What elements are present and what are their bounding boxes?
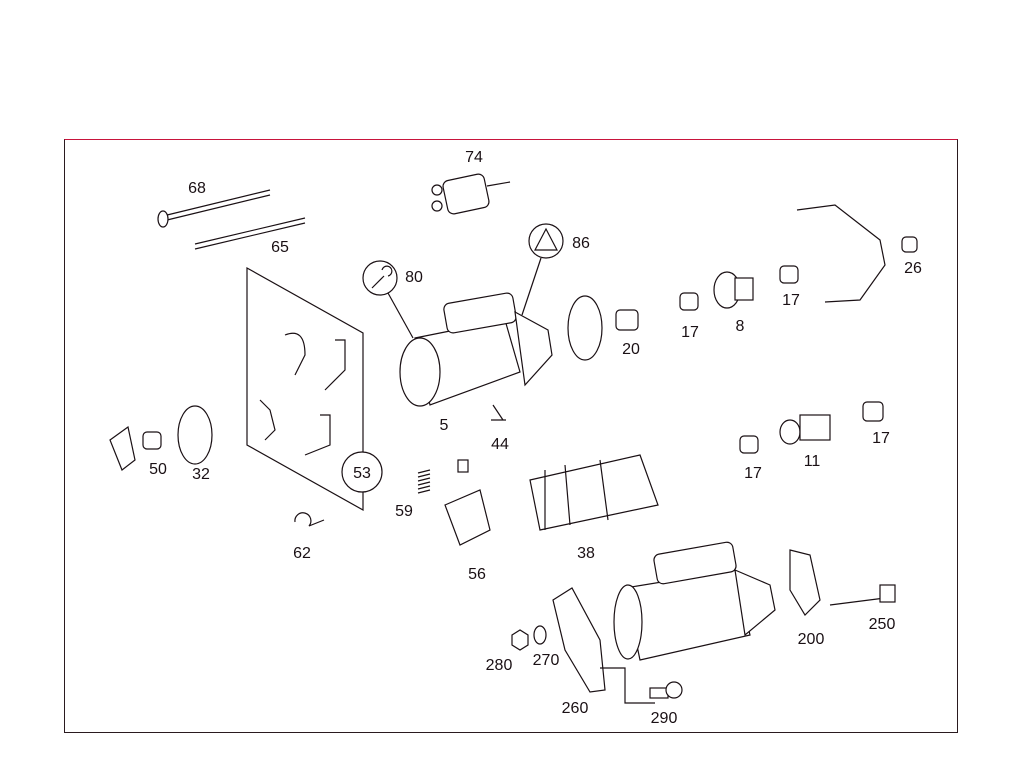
- label-250: 250: [869, 616, 896, 633]
- part-32-o-ring[interactable]: [177, 405, 213, 465]
- label-20: 20: [622, 341, 640, 358]
- label-74: 74: [465, 149, 483, 166]
- part-86-callout[interactable]: [521, 223, 564, 316]
- wrench-icon: [371, 265, 393, 289]
- label-270: 270: [533, 652, 560, 669]
- part-270-washer[interactable]: [533, 625, 547, 645]
- part-drive-housing[interactable]: [796, 204, 886, 303]
- part-68-through-bolt[interactable]: [157, 189, 271, 228]
- label-86: 86: [572, 235, 590, 252]
- label-260: 260: [562, 700, 589, 717]
- part-290-bolt[interactable]: [649, 681, 683, 699]
- label-32: 32: [192, 466, 210, 483]
- part-50-bracket[interactable]: [109, 425, 162, 471]
- part-200-gasket[interactable]: [789, 549, 821, 616]
- part-5-starter-motor[interactable]: [399, 292, 553, 407]
- label-68: 68: [188, 180, 206, 197]
- part-8-pinion[interactable]: [713, 271, 754, 309]
- label-11: 11: [804, 453, 821, 470]
- part-11-pinion[interactable]: [779, 414, 831, 445]
- label-80: 80: [405, 269, 423, 286]
- part-80-callout[interactable]: [362, 260, 414, 339]
- part-65-stud[interactable]: [194, 217, 306, 250]
- label-59: 59: [395, 503, 413, 520]
- diagram-frame: [64, 139, 958, 733]
- part-280-nut[interactable]: [511, 629, 529, 651]
- part-26-bushing[interactable]: [901, 236, 918, 253]
- part-44-screw[interactable]: [491, 404, 506, 421]
- part-20-cover[interactable]: [567, 295, 639, 361]
- part-17-bushing[interactable]: [739, 435, 759, 454]
- label-56: 56: [468, 566, 486, 583]
- part-250-bolt[interactable]: [829, 584, 896, 606]
- label-290: 290: [651, 710, 678, 727]
- part-17-bushing[interactable]: [779, 265, 799, 284]
- part-starter-assembly[interactable]: [613, 541, 776, 661]
- label-62: 62: [293, 545, 311, 562]
- label-17: 17: [681, 324, 699, 341]
- part-59-spring[interactable]: [417, 469, 431, 494]
- part-74-solenoid[interactable]: [431, 173, 511, 215]
- part-17-bushing[interactable]: [679, 292, 699, 311]
- label-38: 38: [577, 545, 595, 562]
- label-53: 53: [353, 465, 371, 482]
- part-17-bushing[interactable]: [862, 401, 884, 422]
- label-44: 44: [491, 436, 509, 453]
- part-62-brush-spring[interactable]: [294, 512, 325, 527]
- label-200: 200: [798, 631, 825, 648]
- triangle-plate-icon: [534, 227, 558, 251]
- part-38-field-coil[interactable]: [529, 454, 659, 531]
- label-17: 17: [872, 430, 890, 447]
- label-280: 280: [486, 657, 513, 674]
- label-17: 17: [782, 292, 800, 309]
- part-53-brush-kit[interactable]: [246, 266, 383, 512]
- label-65: 65: [271, 239, 289, 256]
- label-5: 5: [440, 417, 449, 434]
- label-17: 17: [744, 465, 762, 482]
- part-56-brush-holder[interactable]: [444, 459, 491, 546]
- part-260-bracket[interactable]: [552, 587, 655, 704]
- label-8: 8: [736, 318, 745, 335]
- label-26: 26: [904, 260, 922, 277]
- label-50: 50: [149, 461, 167, 478]
